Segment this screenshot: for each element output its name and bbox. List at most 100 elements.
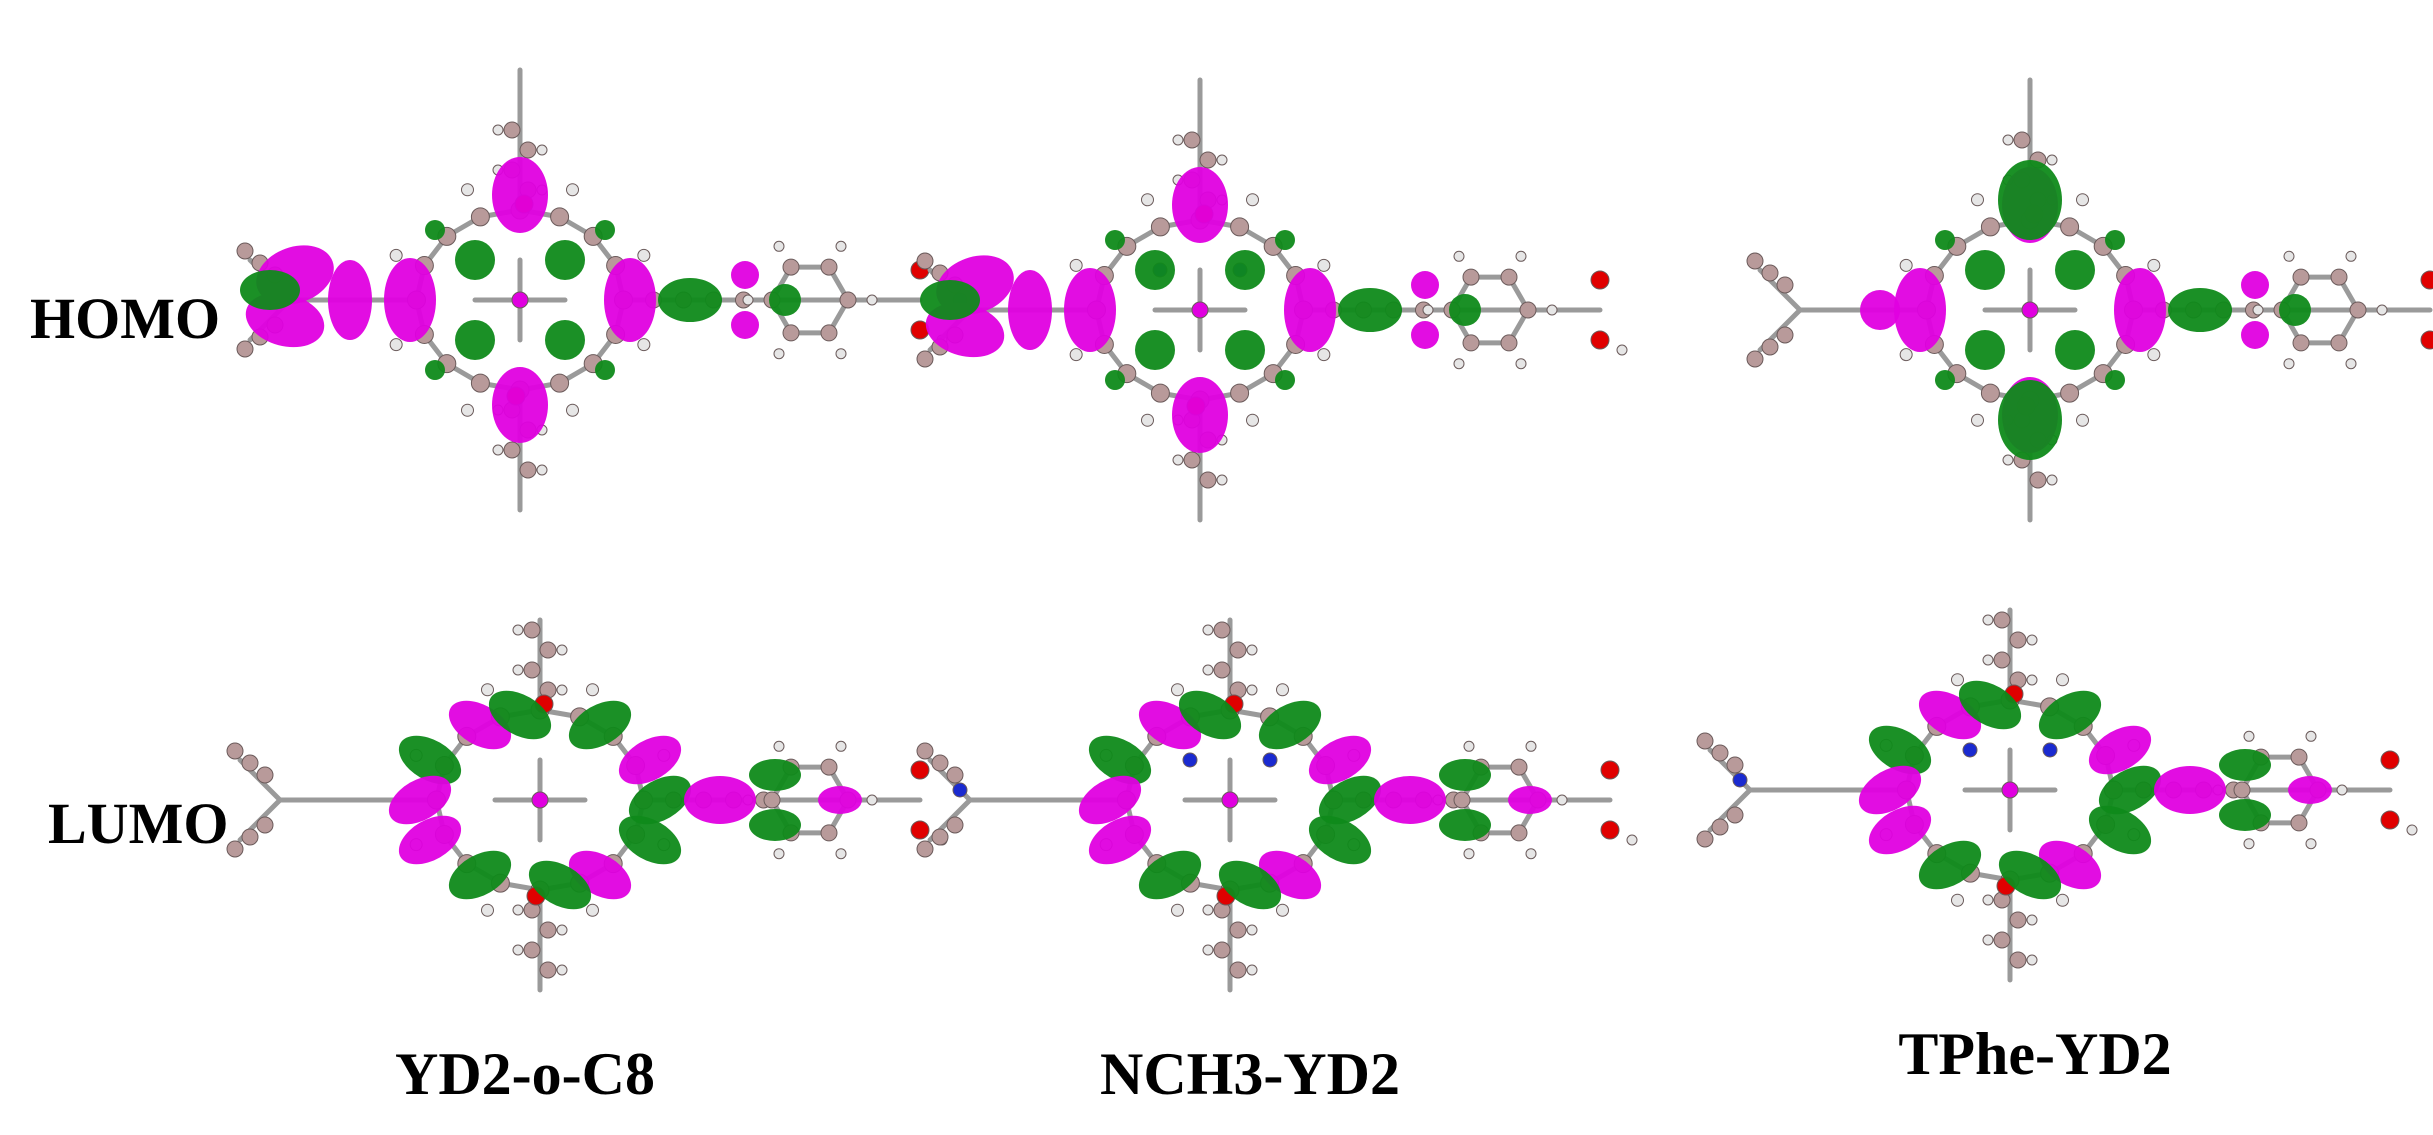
atom [1230, 383, 1250, 403]
atom [2046, 154, 2058, 166]
atom [2243, 730, 2255, 742]
orbital-lobe-negative [455, 320, 495, 360]
atom [1230, 217, 1250, 237]
panel-homo-yd2-o-c8 [236, 67, 948, 513]
atom [773, 240, 785, 252]
atom [1525, 848, 1537, 860]
atom [241, 828, 259, 846]
atom [1696, 732, 1714, 750]
orbital-lobe-positive [1411, 271, 1439, 299]
atom [1229, 961, 1247, 979]
atom [637, 248, 651, 262]
atom [1317, 348, 1331, 362]
atom [492, 124, 504, 136]
atom [2345, 250, 2357, 262]
atom [1746, 252, 1764, 270]
atom [389, 248, 403, 262]
atom [1183, 131, 1201, 149]
orbital-lobe-positive [2288, 776, 2332, 804]
atom [1170, 903, 1184, 917]
atom [1590, 330, 1610, 350]
orbital-lobe-positive [384, 258, 436, 342]
orbital-lobe-negative [1998, 160, 2062, 240]
orbital-lobe-negative [2098, 765, 2162, 815]
atom [2290, 814, 2308, 832]
orbital-lobe-negative [1868, 725, 1932, 775]
orbital-lobe-negative [658, 278, 722, 322]
atom [2147, 258, 2161, 272]
orbital-lobe-negative [1138, 850, 1202, 900]
atom [256, 766, 274, 784]
atom [2283, 250, 2295, 262]
orbital-lobe-positive [1172, 377, 1228, 453]
atom [2046, 474, 2058, 486]
atom [480, 903, 494, 917]
atom [910, 760, 930, 780]
atom [820, 258, 838, 276]
atom [1182, 752, 1198, 768]
atom [512, 624, 524, 636]
atom [1172, 134, 1184, 146]
panel-homo-nch3-yd2 [916, 77, 1628, 523]
orbital-lobe-positive [1860, 290, 1900, 330]
atom [2026, 634, 2038, 646]
atom [1246, 964, 1258, 976]
atom [2420, 270, 2433, 290]
panel-homo-tphe-yd2 [1746, 77, 2433, 523]
orbital-lobe-negative [618, 815, 682, 865]
orbital-lobe-negative [1998, 850, 2062, 900]
atom [1761, 338, 1779, 356]
atom [742, 294, 754, 306]
orbital-lobe-negative [2279, 294, 2311, 326]
atom [1962, 742, 1978, 758]
orbital-lobe-negative [455, 240, 495, 280]
atom [773, 348, 785, 360]
atom [637, 338, 651, 352]
orbital-lobe-negative [1958, 680, 2022, 730]
orbital-lobe-negative [1318, 775, 1382, 825]
atom [866, 794, 878, 806]
orbital-lobe-positive [2154, 766, 2226, 814]
atom [1519, 301, 1537, 319]
atom [2026, 914, 2038, 926]
atom [1202, 904, 1214, 916]
orbital-lobe-negative [749, 759, 801, 791]
atom [512, 944, 524, 956]
orbital-lobe-negative [1275, 230, 1295, 250]
orbital-lobe-negative [2168, 288, 2232, 332]
atom [2330, 334, 2348, 352]
atom [820, 324, 838, 342]
atom [1950, 893, 1964, 907]
orbital-lobe-negative [2105, 230, 2125, 250]
atom [1970, 413, 1984, 427]
atom [2002, 134, 2014, 146]
atom [531, 791, 549, 809]
atom [1726, 756, 1744, 774]
orbital-lobe-negative [1449, 294, 1481, 326]
atom [952, 782, 968, 798]
atom [1776, 326, 1794, 344]
orbital-lobe-positive [492, 367, 548, 443]
atom [1276, 683, 1290, 697]
atom [1600, 760, 1620, 780]
atom [1202, 624, 1214, 636]
atom [460, 183, 474, 197]
atom [916, 742, 934, 760]
atom [1556, 794, 1568, 806]
atom [503, 441, 521, 459]
atom [1711, 818, 1729, 836]
atom [1982, 934, 1994, 946]
atom [910, 820, 930, 840]
orbital-lobe-negative [425, 360, 445, 380]
atom [1150, 217, 1170, 237]
atom [226, 840, 244, 858]
atom [556, 684, 568, 696]
atom [1172, 454, 1184, 466]
orbital-lobe-negative [1105, 370, 1125, 390]
orbital-lobe-negative [545, 320, 585, 360]
atom [2029, 471, 2047, 489]
molecule-label-nch3-yd2: NCH3-YD2 [1100, 1041, 1400, 1107]
orbital-lobe-positive [328, 260, 372, 340]
atom [835, 848, 847, 860]
